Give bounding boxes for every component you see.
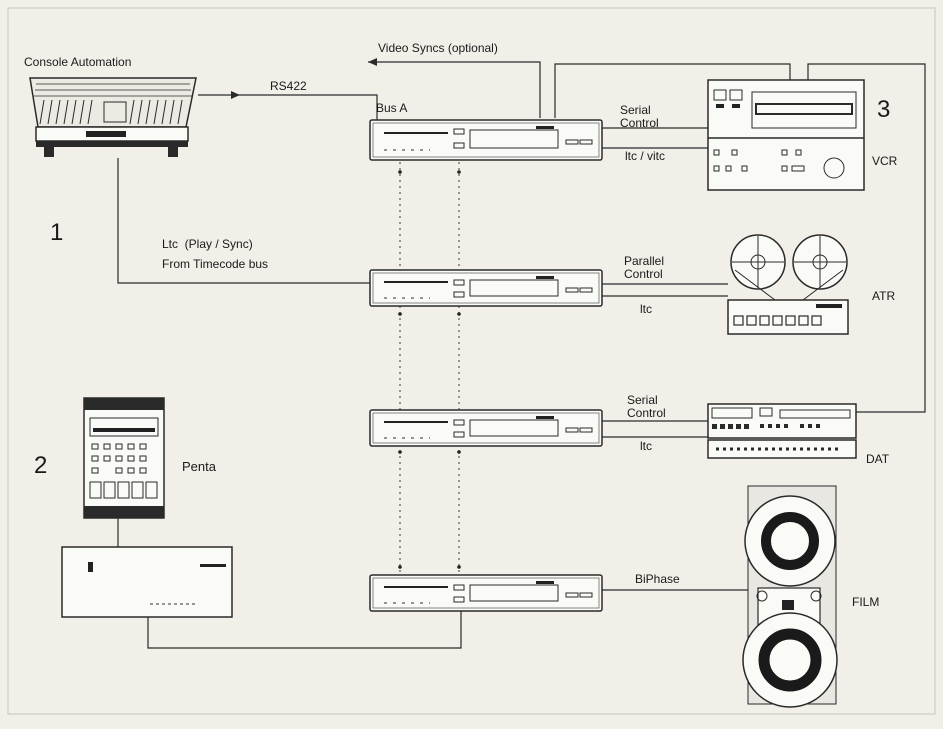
biphase-label: BiPhase [635, 572, 680, 586]
wiring [117, 58, 926, 649]
rs422-label: RS422 [270, 79, 307, 93]
ltc-play-sync-label: Ltc (Play / Sync) [162, 237, 253, 251]
penta-controller-icon [83, 397, 165, 519]
vcr-label: VCR [872, 154, 898, 168]
vcr-dat-serial-line [807, 63, 926, 413]
console-automation-label: Console Automation [24, 55, 132, 69]
atr-ltc-label: ltc [640, 302, 652, 316]
bus-a-label: Bus A [376, 101, 408, 115]
dat-serial-control-label: Serial Control [627, 393, 666, 420]
film-projector-icon [742, 485, 838, 708]
number-2: 2 [34, 452, 48, 479]
sync-unit-bus-a [369, 119, 603, 161]
video-syncs-label: Video Syncs (optional) [378, 41, 498, 55]
vcr-icon [707, 79, 865, 191]
console-automation-icon [29, 77, 197, 157]
sync-unit-atr [369, 269, 603, 307]
number-3: 3 [877, 96, 891, 123]
video-sync-line [368, 61, 541, 118]
atr-label: ATR [872, 289, 896, 303]
number-1: 1 [50, 219, 64, 246]
vcr-serial-control-label: Serial Control [620, 103, 659, 130]
sync-unit-film [369, 574, 603, 612]
atr-icon [727, 234, 849, 335]
penta-bottom-line [147, 605, 462, 649]
dat-icon [707, 403, 857, 459]
dat-label: DAT [866, 452, 890, 466]
dat-ltc-label: ltc [640, 439, 652, 453]
rack-unit-icon [61, 546, 233, 618]
rs422-line [198, 94, 378, 120]
vcr-top-line-1 [554, 63, 791, 118]
timecode-bus-line [117, 158, 370, 284]
ltc-vitc-label: ltc / vitc [625, 149, 666, 163]
frame [7, 7, 936, 715]
film-label: FILM [852, 595, 880, 609]
sync-unit-dat [369, 409, 603, 447]
penta-label: Penta [182, 459, 216, 474]
parallel-control-label: Parallel Control [624, 254, 665, 281]
from-timecode-bus-label: From Timecode bus [162, 257, 269, 271]
